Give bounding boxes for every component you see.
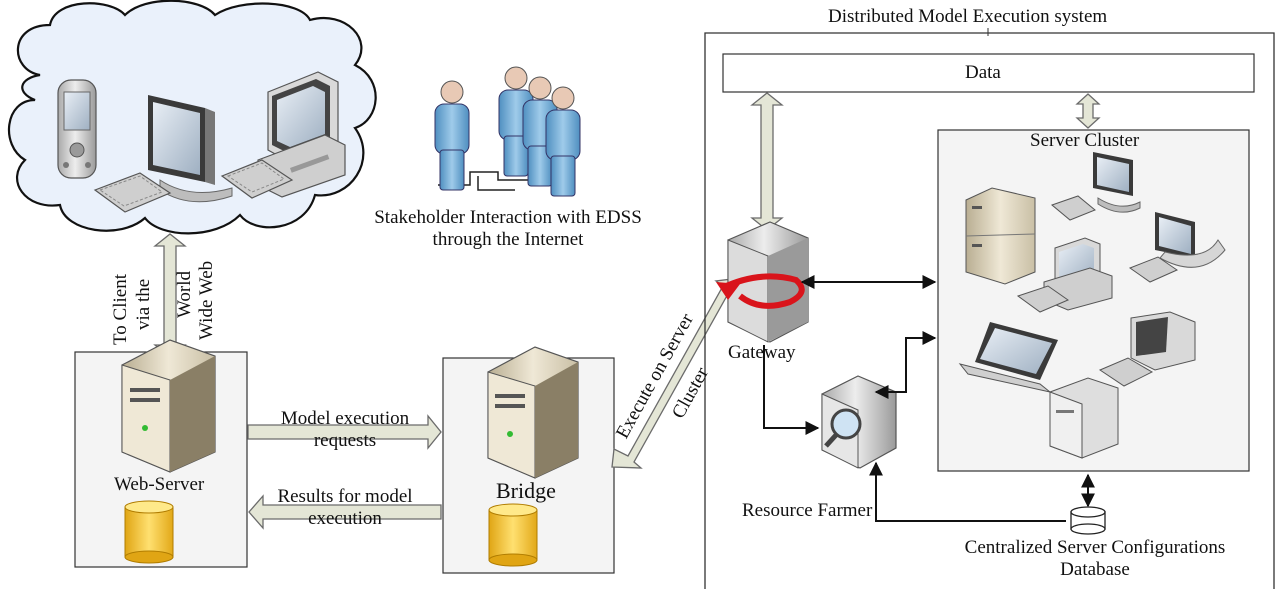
cluster-desktop-icon xyxy=(1016,237,1113,313)
keyboard-icon-2 xyxy=(220,159,294,199)
gateway-label: Gateway xyxy=(728,342,796,363)
cluster-monitor-icon-2 xyxy=(1128,212,1226,283)
requests-label-line2: requests xyxy=(313,430,377,451)
data-cluster-arrow xyxy=(1075,93,1101,129)
client-link-line2: via the xyxy=(133,278,154,330)
resource-farmer-icon xyxy=(821,375,897,469)
results-label-line2: execution xyxy=(308,508,382,529)
bridge-label: Bridge xyxy=(496,478,556,503)
centralized-database-icon xyxy=(1070,506,1106,535)
data-box xyxy=(722,53,1255,93)
web-server-database-icon xyxy=(124,500,174,564)
client-link-line3: World xyxy=(174,270,195,318)
results-arrow xyxy=(248,494,442,530)
requests-label: Model execution requests xyxy=(255,408,435,452)
stakeholder-label-line1: Stakeholder Interaction with EDSS xyxy=(374,207,642,228)
stakeholders-icon xyxy=(434,66,581,197)
distributed-system-frame xyxy=(704,32,1275,589)
keyboard-icon xyxy=(93,172,172,213)
client-link-line4: Wide Web xyxy=(196,260,217,340)
data-gateway-arrow xyxy=(750,92,784,231)
gateway-icon xyxy=(716,221,809,343)
database-label-line2: Database xyxy=(1060,559,1130,580)
pda-icon xyxy=(57,79,97,179)
results-label-line1: Results for model xyxy=(277,486,413,507)
stakeholder-label-line2: through the Internet xyxy=(432,229,584,250)
data-label: Data xyxy=(965,62,1001,83)
database-label: Centralized Server Configurations Databa… xyxy=(930,537,1260,581)
cluster-server-rack-icon xyxy=(965,187,1036,285)
monitor-icon xyxy=(148,95,233,203)
resource-farmer-label: Resource Farmer xyxy=(742,500,873,521)
web-server-label: Web-Server xyxy=(114,474,205,495)
connector-lines xyxy=(763,275,1095,522)
bridge-server-icon xyxy=(487,346,579,479)
cluster-monitor-icon-1 xyxy=(1050,152,1141,221)
requests-label-line1: Model execution xyxy=(280,408,410,429)
cluster-monitor-icon-3 xyxy=(1098,311,1196,387)
cluster-tower-icon xyxy=(1049,377,1119,459)
requests-arrow xyxy=(247,414,442,450)
desktop-computer-icon xyxy=(257,71,346,198)
server-cluster-label: Server Cluster xyxy=(1030,130,1140,151)
web-server-icon xyxy=(121,339,216,473)
database-label-line1: Centralized Server Configurations xyxy=(964,537,1226,558)
system-title: Distributed Model Execution system xyxy=(828,6,1108,27)
bridge-database-icon xyxy=(488,503,538,567)
stakeholder-label: Stakeholder Interaction with EDSS throug… xyxy=(343,207,673,251)
cluster-laptop-icon xyxy=(958,322,1058,393)
results-label: Results for model execution xyxy=(255,486,435,530)
client-link-line1: To Client xyxy=(110,274,131,345)
